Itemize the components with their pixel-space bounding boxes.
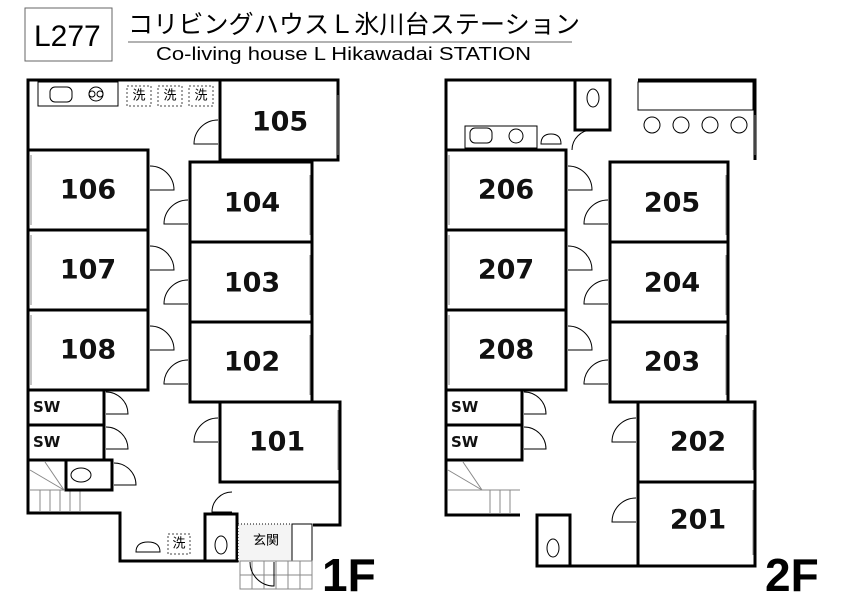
room-label: 108 — [60, 335, 116, 366]
outer-wall — [638, 78, 757, 160]
door-icons — [105, 119, 275, 587]
outer-wall — [535, 515, 638, 568]
washer-label: 洗 — [163, 89, 176, 104]
code-box — [24, 7, 113, 62]
header: L277 コリビングハウスＬ氷川台ステーション Co-living house … — [24, 7, 580, 64]
floor-1: 洗 洗 洗 105 106 104 107 103 108 102 101 SW… — [26, 78, 376, 595]
toilet-room[interactable] — [535, 513, 572, 568]
room-label: 103 — [224, 268, 280, 299]
sw-label: SW — [451, 398, 479, 416]
toilet-room[interactable] — [64, 458, 114, 492]
room-label: 207 — [478, 255, 534, 286]
sw-label: SW — [33, 398, 61, 416]
toilet-icon — [214, 535, 228, 555]
outer-wall — [313, 482, 342, 527]
toilet-icon — [546, 538, 560, 558]
toilet-room[interactable] — [573, 78, 612, 132]
windows — [448, 115, 756, 555]
windows — [30, 95, 339, 470]
room-201[interactable] — [636, 480, 757, 568]
floor-label-1f: 1F — [322, 549, 376, 595]
title-ja: コリビングハウスＬ氷川台ステーション — [128, 10, 580, 39]
room-label: 203 — [644, 347, 700, 378]
title-en: Co-living house L Hikawadai STATION — [156, 44, 531, 64]
room-label: 101 — [249, 427, 305, 458]
stove-icon — [88, 86, 104, 102]
stairs-icon — [447, 461, 520, 514]
shelf — [637, 81, 754, 111]
kitchen-counter — [37, 81, 119, 107]
washer-label: 洗 — [172, 537, 185, 552]
washbasin-icon — [643, 116, 661, 134]
room-label: 206 — [478, 175, 534, 206]
kitchen-counter — [464, 125, 538, 149]
room-label: 104 — [224, 188, 280, 219]
floor-label-2f: 2F — [765, 549, 819, 595]
washer-label: 洗 — [194, 89, 207, 104]
property-code: L277 — [34, 20, 101, 53]
room-label: 102 — [224, 347, 280, 378]
room-label: 201 — [670, 505, 726, 536]
entrance-step — [239, 560, 313, 590]
floor-2: 206 205 207 204 208 203 202 201 SW SW — [444, 78, 819, 595]
toilet-room[interactable] — [203, 512, 239, 563]
sink-icon — [469, 127, 493, 144]
outer-wall — [26, 78, 237, 563]
room-101[interactable] — [218, 400, 342, 484]
toilet-icon — [70, 467, 92, 483]
room-label: 205 — [644, 188, 700, 219]
room-label: 107 — [60, 255, 116, 286]
washer-label: 洗 — [132, 89, 145, 104]
room-label: 202 — [670, 427, 726, 458]
sink-icon — [540, 133, 562, 145]
washbasin-icon — [730, 116, 748, 134]
entrance[interactable] — [237, 523, 293, 562]
shower-2[interactable] — [444, 423, 524, 462]
washbasin-icon — [701, 116, 719, 134]
sink-icon — [49, 86, 73, 103]
sw-label: SW — [451, 433, 479, 451]
room-label: 105 — [252, 107, 308, 138]
door-icons — [523, 129, 637, 523]
stairs-icon — [29, 461, 81, 512]
room-label: 208 — [478, 335, 534, 366]
stove-icon — [508, 128, 524, 144]
sink-icon — [135, 541, 161, 553]
entrance-label: 玄関 — [253, 534, 279, 549]
sw-label: SW — [33, 433, 61, 451]
room-label: 204 — [644, 268, 700, 299]
toilet-icon — [586, 88, 600, 108]
room-label: 106 — [60, 175, 116, 206]
washbasin-icon — [672, 116, 690, 134]
